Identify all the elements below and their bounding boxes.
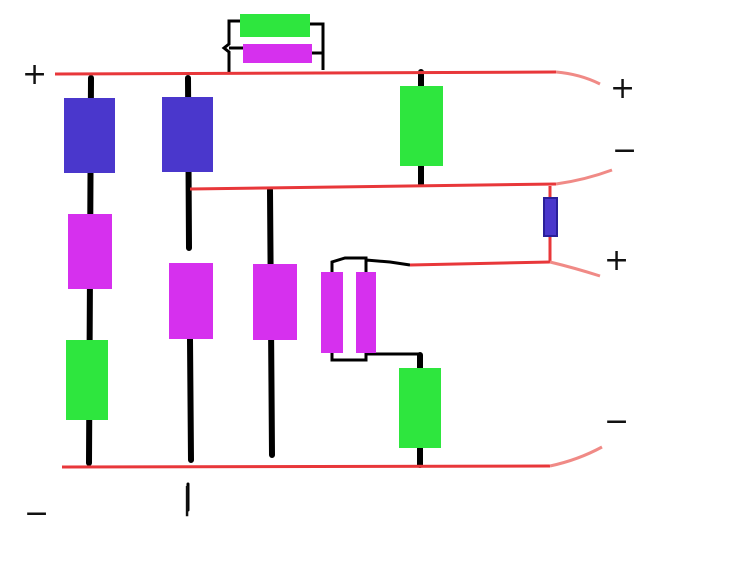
resistor-green-top-parallel: [240, 14, 310, 37]
resistor-magenta-col3: [253, 264, 297, 340]
lead-third: [549, 260, 601, 278]
bracket-top-left: [221, 19, 243, 72]
bracket-top-right: [310, 22, 325, 70]
polarity-labels: + − + − + − |: [22, 57, 637, 531]
label-out1-minus: −: [612, 133, 637, 168]
label-top-left-plus: +: [22, 57, 47, 92]
resistor-magenta-col1: [68, 214, 112, 289]
resistor-blue-col1: [64, 98, 115, 173]
capacitor-plate-right: [356, 272, 376, 353]
cap-top-wire: [330, 256, 411, 272]
components: [64, 14, 558, 448]
lead-top: [555, 70, 601, 86]
resistor-blue-col2: [162, 97, 213, 172]
rails: [54, 70, 613, 469]
resistor-green-lower-right: [399, 368, 441, 448]
rail-third: [409, 260, 551, 267]
resistor-green-upper-right: [400, 86, 443, 166]
cap-bottom-wire: [330, 352, 422, 368]
label-bottom-left-minus: −: [24, 496, 49, 531]
rail-middle: [189, 182, 557, 191]
lead-middle: [555, 168, 613, 186]
resistor-magenta-col2: [169, 263, 213, 339]
rail-top: [54, 70, 557, 76]
resistor-green-col1: [66, 340, 108, 420]
label-out2-plus: +: [604, 243, 629, 278]
thin-wires: [221, 19, 422, 368]
rail-bottom: [61, 464, 551, 469]
resistor-small-blue: [543, 197, 558, 237]
capacitor-plate-left: [321, 272, 343, 353]
wire-col2-bottom: [187, 336, 194, 463]
lead-bottom: [549, 445, 603, 468]
resistor-magenta-top-parallel: [243, 44, 312, 63]
label-out2-minus: −: [604, 404, 629, 439]
label-bottom-tick: |: [182, 482, 192, 517]
label-out1-plus: +: [610, 71, 635, 106]
